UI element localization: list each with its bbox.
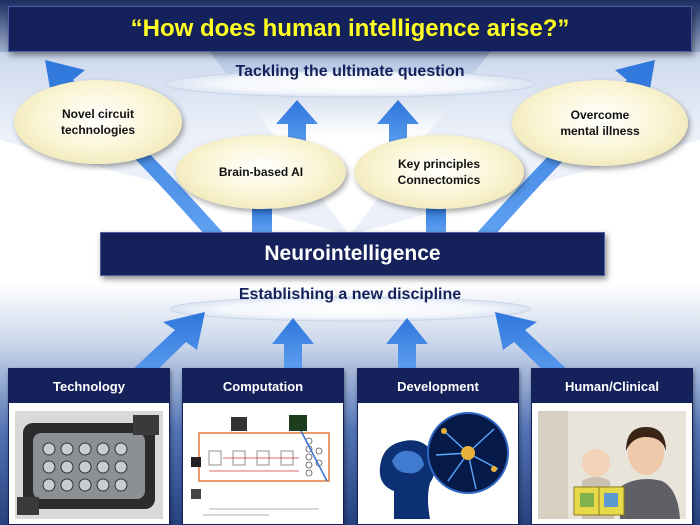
panel-title: Development <box>358 369 518 403</box>
top-caption: Tackling the ultimate question <box>235 63 465 80</box>
bubble-label: Key principles Connectomics <box>397 156 481 187</box>
mid-oval <box>169 296 531 322</box>
bubble-label: Novel circuit technologies <box>60 106 135 137</box>
main-question-banner: “How does human intelligence arise?” <box>8 6 692 52</box>
arrow-technology <box>130 312 205 382</box>
bubble-novel-circuit-technologies: Novel circuit technologies <box>14 80 182 164</box>
panel-title: Human/Clinical <box>532 369 692 403</box>
panel-computation: Computation <box>182 368 344 525</box>
bubble-brain-based-ai: Brain-based AI <box>176 135 346 209</box>
panel-development: Development <box>357 368 519 525</box>
bubble-overcome-mental-illness: Overcome mental illness <box>512 80 688 166</box>
bubble-label: Overcome mental illness <box>560 107 640 138</box>
bubble-key-principles-connectomics: Key principles Connectomics <box>354 135 524 209</box>
brain-neuron-image <box>364 411 512 519</box>
neurointelligence-banner: Neurointelligence <box>100 232 605 276</box>
neural-network-image <box>189 411 337 519</box>
panel-title: Computation <box>183 369 343 403</box>
arrow-computation <box>272 318 314 372</box>
arrow-development <box>386 318 428 372</box>
circuit-chip-image <box>15 411 163 519</box>
arrow-human-clinical <box>495 312 570 382</box>
bubble-label: Brain-based AI <box>218 164 304 179</box>
panel-technology: Technology <box>8 368 170 525</box>
arrow-up-inner-right <box>377 100 419 150</box>
mother-child-image <box>538 411 686 519</box>
panel-human-clinical: Human/Clinical <box>531 368 693 525</box>
arrow-stem-right <box>426 205 446 232</box>
mid-caption: Establishing a new discipline <box>238 286 462 303</box>
arrow-stem-left <box>252 205 272 232</box>
arrow-up-inner-left <box>276 100 318 150</box>
top-oval <box>164 70 536 98</box>
panel-title: Technology <box>9 369 169 403</box>
